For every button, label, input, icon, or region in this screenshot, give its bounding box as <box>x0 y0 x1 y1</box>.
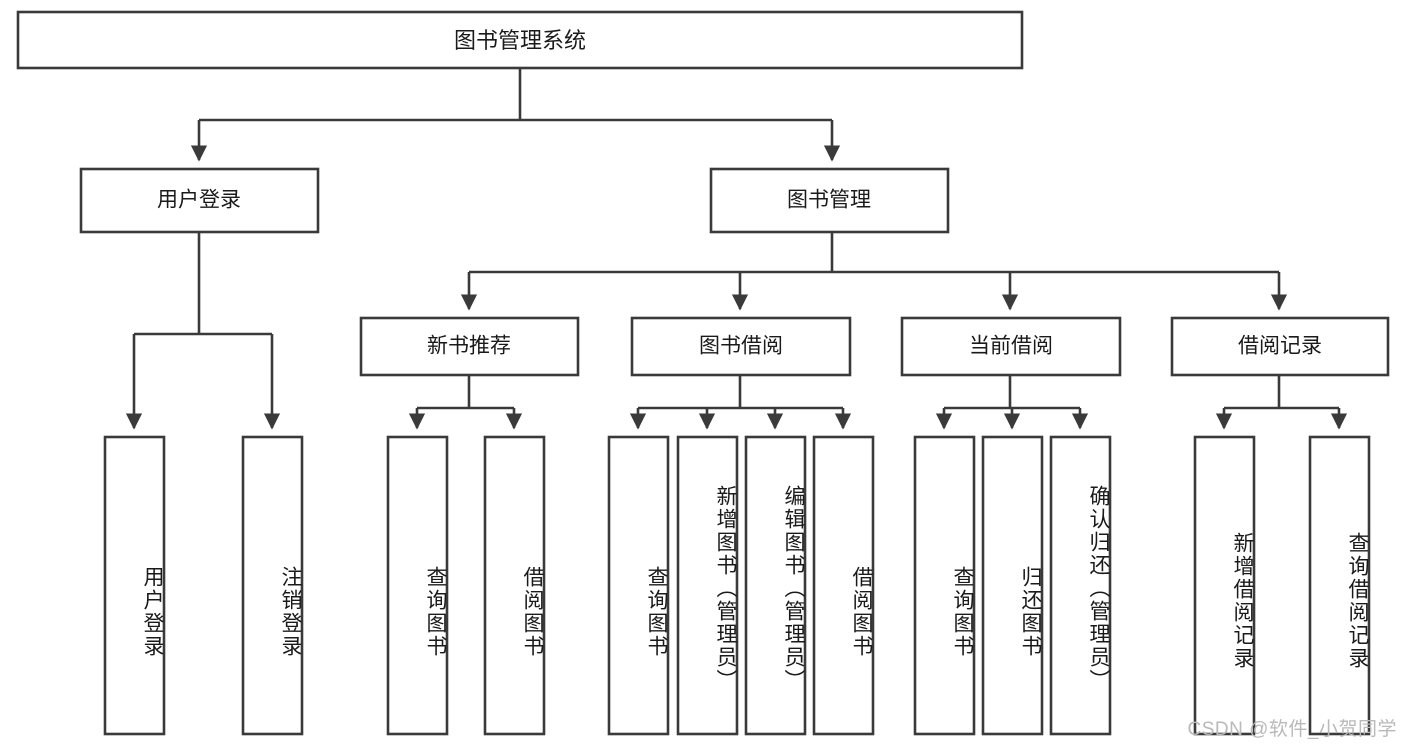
leaf-box[interactable] <box>241 435 304 736</box>
node-new-book-recommend[interactable]: 新书推荐 <box>359 316 580 377</box>
csdn-watermark: CSDN @软件_小贺同学 <box>1187 719 1397 740</box>
leaf-box[interactable] <box>103 435 166 736</box>
node-borrow-record[interactable]: 借阅记录 <box>1170 316 1390 377</box>
leaf-box[interactable] <box>744 435 807 736</box>
leaf-box[interactable] <box>1049 435 1112 736</box>
connector-group-root <box>190 68 841 162</box>
connector-group-new-book <box>408 375 523 430</box>
node-user-login-label: 用户登录 <box>157 189 241 212</box>
connector-group-book-management <box>460 232 1288 311</box>
node-root-system[interactable]: 图书管理系统 <box>16 10 1024 70</box>
leaf-box[interactable] <box>812 435 875 736</box>
leaf-box[interactable] <box>1193 435 1256 736</box>
node-current-borrow-label: 当前借阅 <box>969 335 1053 358</box>
node-book-management[interactable]: 图书管理 <box>709 167 950 234</box>
leaf-box[interactable] <box>913 435 976 736</box>
node-user-login[interactable]: 用户登录 <box>79 167 320 234</box>
leaf-box[interactable] <box>386 435 449 736</box>
connector-group-book-borrow <box>629 375 852 430</box>
connector-group-current-borrow <box>935 375 1089 430</box>
leaf-box-group <box>103 435 1371 736</box>
leaf-box[interactable] <box>483 435 546 736</box>
node-borrow-record-label: 借阅记录 <box>1238 335 1322 358</box>
node-current-borrow[interactable]: 当前借阅 <box>900 316 1122 377</box>
node-book-management-label: 图书管理 <box>787 189 871 212</box>
leaf-box[interactable] <box>981 435 1044 736</box>
node-root-system-label: 图书管理系统 <box>454 28 586 53</box>
leaf-box[interactable] <box>607 435 670 736</box>
connector-group-user-login <box>125 232 281 430</box>
leaf-box[interactable] <box>1308 435 1371 736</box>
node-book-borrow-label: 图书借阅 <box>699 335 783 358</box>
node-book-borrow[interactable]: 图书借阅 <box>630 316 852 377</box>
leaf-box[interactable] <box>676 435 739 736</box>
node-new-book-recommend-label: 新书推荐 <box>427 335 511 358</box>
connector-group-borrow-record <box>1215 375 1348 430</box>
